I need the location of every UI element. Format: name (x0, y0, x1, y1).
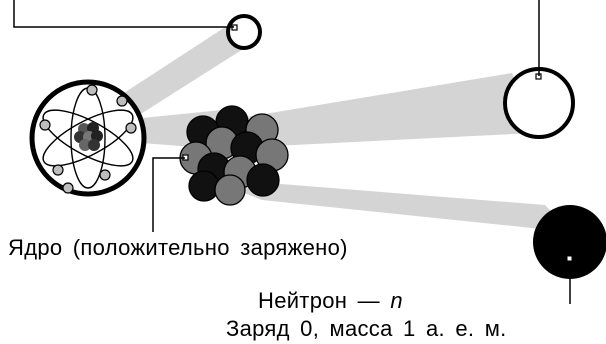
nucleus-label: Ядро (положительно заряжено) (8, 235, 348, 260)
neutron-symbol: n (390, 288, 403, 313)
electron-icon (226, 14, 262, 50)
atom-icon (29, 79, 147, 197)
nucleus-leader-line (152, 157, 185, 232)
atom-nucleus-icon (74, 122, 103, 151)
beam-to-electron (110, 22, 248, 122)
neutron-name-text: Нейтрон — (258, 288, 391, 313)
beam-to-proton (198, 73, 534, 146)
electron-leader-line (13, 0, 234, 28)
beam-to-neutron (205, 178, 570, 232)
nucleus-cluster-icon (179, 105, 289, 206)
neutron-name-label: Нейтрон — n (258, 288, 403, 314)
neutron-icon (533, 205, 606, 279)
electron-icons (39, 84, 137, 194)
neutron-description-label: Заряд 0, масса 1 а. е. м. (226, 316, 507, 341)
